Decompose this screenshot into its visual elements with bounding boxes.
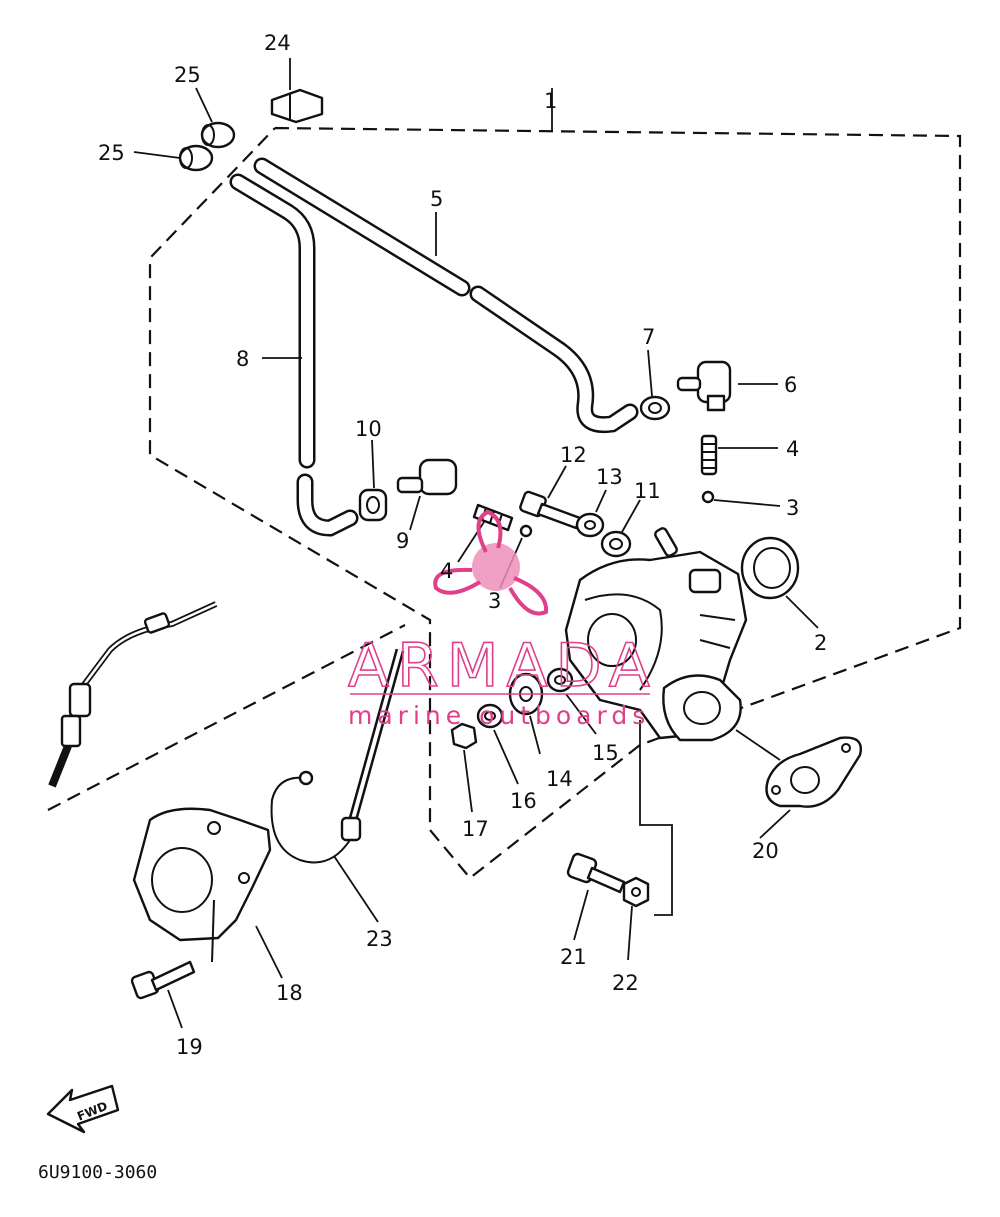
callout-6: 6 (784, 373, 797, 397)
elbow-fitting-9 (396, 458, 458, 496)
callout-3-left: 3 (488, 589, 501, 613)
oil-seal-2 (740, 536, 800, 600)
propeller-logo-icon (433, 509, 549, 616)
pump-flange (662, 674, 742, 742)
callout-10: 10 (355, 417, 382, 441)
callout-18: 18 (276, 981, 303, 1005)
nut-17 (450, 722, 478, 750)
callout-25-upper: 25 (174, 63, 201, 87)
callout-19: 19 (176, 1035, 203, 1059)
callout-15: 15 (592, 741, 619, 765)
callout-3-right: 3 (786, 496, 799, 520)
callout-5: 5 (430, 187, 443, 211)
hose-8 (229, 173, 359, 537)
hose-clip-24 (270, 88, 324, 124)
oil-level-rod-23 (270, 648, 405, 864)
callout-12: 12 (560, 443, 587, 467)
gasket-20 (765, 736, 862, 808)
callout-8: 8 (236, 347, 249, 371)
nut-22 (622, 876, 650, 908)
guide-lines (47, 624, 673, 916)
bolt-19 (130, 960, 196, 1000)
clamp-7 (639, 395, 671, 421)
callout-21: 21 (560, 945, 587, 969)
control-cable (48, 601, 218, 788)
callout-2: 2 (814, 631, 827, 655)
washer-13 (575, 512, 605, 538)
cover-18 (132, 807, 272, 963)
hose-clip-25-lower (178, 144, 214, 172)
callout-16: 16 (510, 789, 537, 813)
hose-clip-25-upper (200, 121, 236, 149)
assembly-boundary (148, 88, 962, 880)
watermark-brand: ARMADA (348, 631, 658, 701)
callout-24: 24 (264, 31, 291, 55)
watermark-tagline: marine outboards (348, 701, 650, 730)
callout-11: 11 (634, 479, 661, 503)
clamp-10 (358, 488, 388, 522)
spring-4-right (700, 434, 718, 476)
callout-4-left: 4 (440, 559, 453, 583)
watermark: ARMADA marine outboards (347, 509, 658, 730)
washer-15 (546, 667, 574, 693)
washer-11 (600, 530, 632, 558)
callout-labels: 1 2 3 3 4 4 5 6 7 8 9 10 11 12 13 14 15 … (98, 31, 827, 1059)
front-direction-arrow: FWD (46, 1084, 120, 1134)
callout-13: 13 (596, 465, 623, 489)
ball-3-right (701, 490, 715, 504)
callout-9: 9 (396, 529, 409, 553)
callout-7: 7 (642, 325, 655, 349)
elbow-fitting-6 (676, 360, 732, 412)
callout-23: 23 (366, 927, 393, 951)
hose-5 (253, 157, 639, 434)
drawing-code: 6U9100-3060 (38, 1162, 157, 1183)
washer-16 (476, 703, 504, 729)
bolt-21 (566, 852, 626, 894)
callout-22: 22 (612, 971, 639, 995)
callout-4-right: 4 (786, 437, 799, 461)
callout-25-lower: 25 (98, 141, 125, 165)
callout-14: 14 (546, 767, 573, 791)
bolt-12 (519, 490, 582, 530)
leader-lines (133, 58, 819, 1029)
callout-17: 17 (462, 817, 489, 841)
ball-3-left (519, 524, 533, 538)
callout-20: 20 (752, 839, 779, 863)
callout-1: 1 (544, 89, 557, 113)
